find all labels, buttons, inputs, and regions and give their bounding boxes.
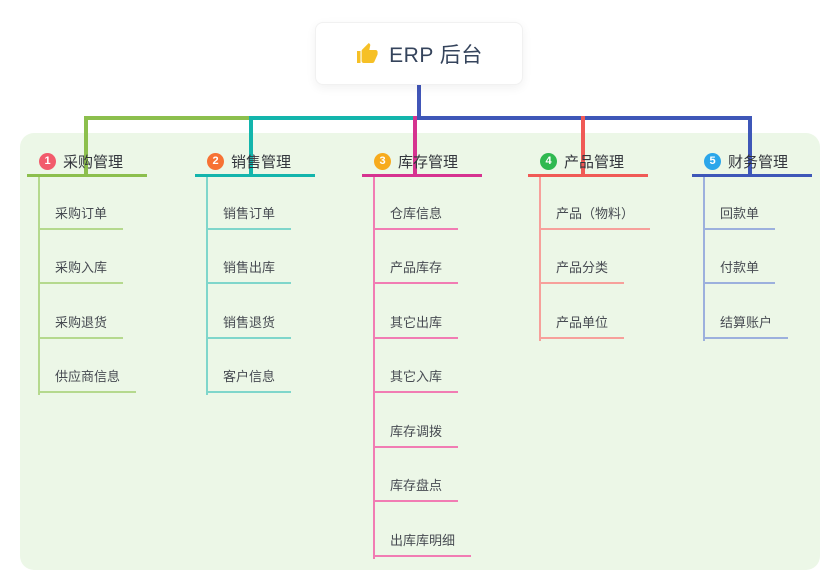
connector-bus-segment (84, 116, 251, 120)
leaf-node[interactable]: 其它入库 (373, 369, 459, 393)
branch-number-badge: 4 (540, 152, 557, 170)
leaf-node[interactable]: 出库库明细 (373, 533, 472, 557)
leaf-node[interactable]: 其它出库 (373, 315, 459, 339)
leaf-node[interactable]: 付款单 (703, 260, 776, 284)
mindmap-panel-background (20, 133, 820, 570)
leaf-node[interactable]: 销售订单 (206, 206, 292, 230)
branch-node-3[interactable]: 3 库存管理 (362, 148, 482, 177)
branch-number-badge: 3 (374, 152, 391, 170)
leaf-node[interactable]: 销售出库 (206, 260, 292, 284)
leaf-node[interactable]: 结算账户 (703, 315, 789, 339)
leaf-node[interactable]: 产品分类 (539, 260, 625, 284)
leaf-node[interactable]: 库存盘点 (373, 478, 459, 502)
leaf-node[interactable]: 产品单位 (539, 315, 625, 339)
children-connector-line (206, 177, 208, 395)
leaf-node[interactable]: 产品（物料） (539, 206, 651, 230)
children-connector-line (539, 177, 541, 341)
leaf-node[interactable]: 采购退货 (38, 315, 124, 339)
connector-drop-line (413, 116, 417, 177)
connector-drop-line (249, 116, 253, 177)
leaf-node[interactable]: 销售退货 (206, 315, 292, 339)
branch-node-2[interactable]: 2 销售管理 (195, 148, 315, 177)
connector-drop-line (581, 116, 585, 177)
branch-node-1[interactable]: 1 采购管理 (27, 148, 147, 177)
branch-label: 财务管理 (728, 153, 789, 171)
branch-number-badge: 2 (207, 152, 224, 170)
leaf-node[interactable]: 产品库存 (373, 260, 459, 284)
root-node-erp[interactable]: ERP 后台 (315, 22, 523, 85)
branch-label: 采购管理 (63, 153, 124, 171)
leaf-node[interactable]: 库存调拨 (373, 424, 459, 448)
thumbs-up-icon (355, 42, 379, 66)
leaf-node[interactable]: 采购订单 (38, 206, 124, 230)
leaf-node[interactable]: 回款单 (703, 206, 776, 230)
children-connector-line (703, 177, 705, 341)
branch-label: 销售管理 (231, 153, 292, 171)
branch-node-4[interactable]: 4 产品管理 (528, 148, 648, 177)
branch-number-badge: 1 (39, 152, 56, 170)
branch-label: 产品管理 (564, 153, 625, 171)
branch-label: 库存管理 (398, 153, 459, 171)
leaf-node[interactable]: 供应商信息 (38, 369, 137, 393)
connector-drop-line (748, 116, 752, 177)
branch-number-badge: 5 (704, 152, 721, 170)
leaf-node[interactable]: 客户信息 (206, 369, 292, 393)
leaf-node[interactable]: 采购入库 (38, 260, 124, 284)
branch-node-5[interactable]: 5 财务管理 (692, 148, 812, 177)
leaf-node[interactable]: 仓库信息 (373, 206, 459, 230)
root-connector-line (417, 85, 421, 118)
connector-bus-segment (249, 116, 419, 120)
children-connector-line (38, 177, 40, 395)
connector-drop-line (84, 116, 88, 177)
children-connector-line (373, 177, 375, 559)
root-title: ERP 后台 (389, 43, 483, 67)
